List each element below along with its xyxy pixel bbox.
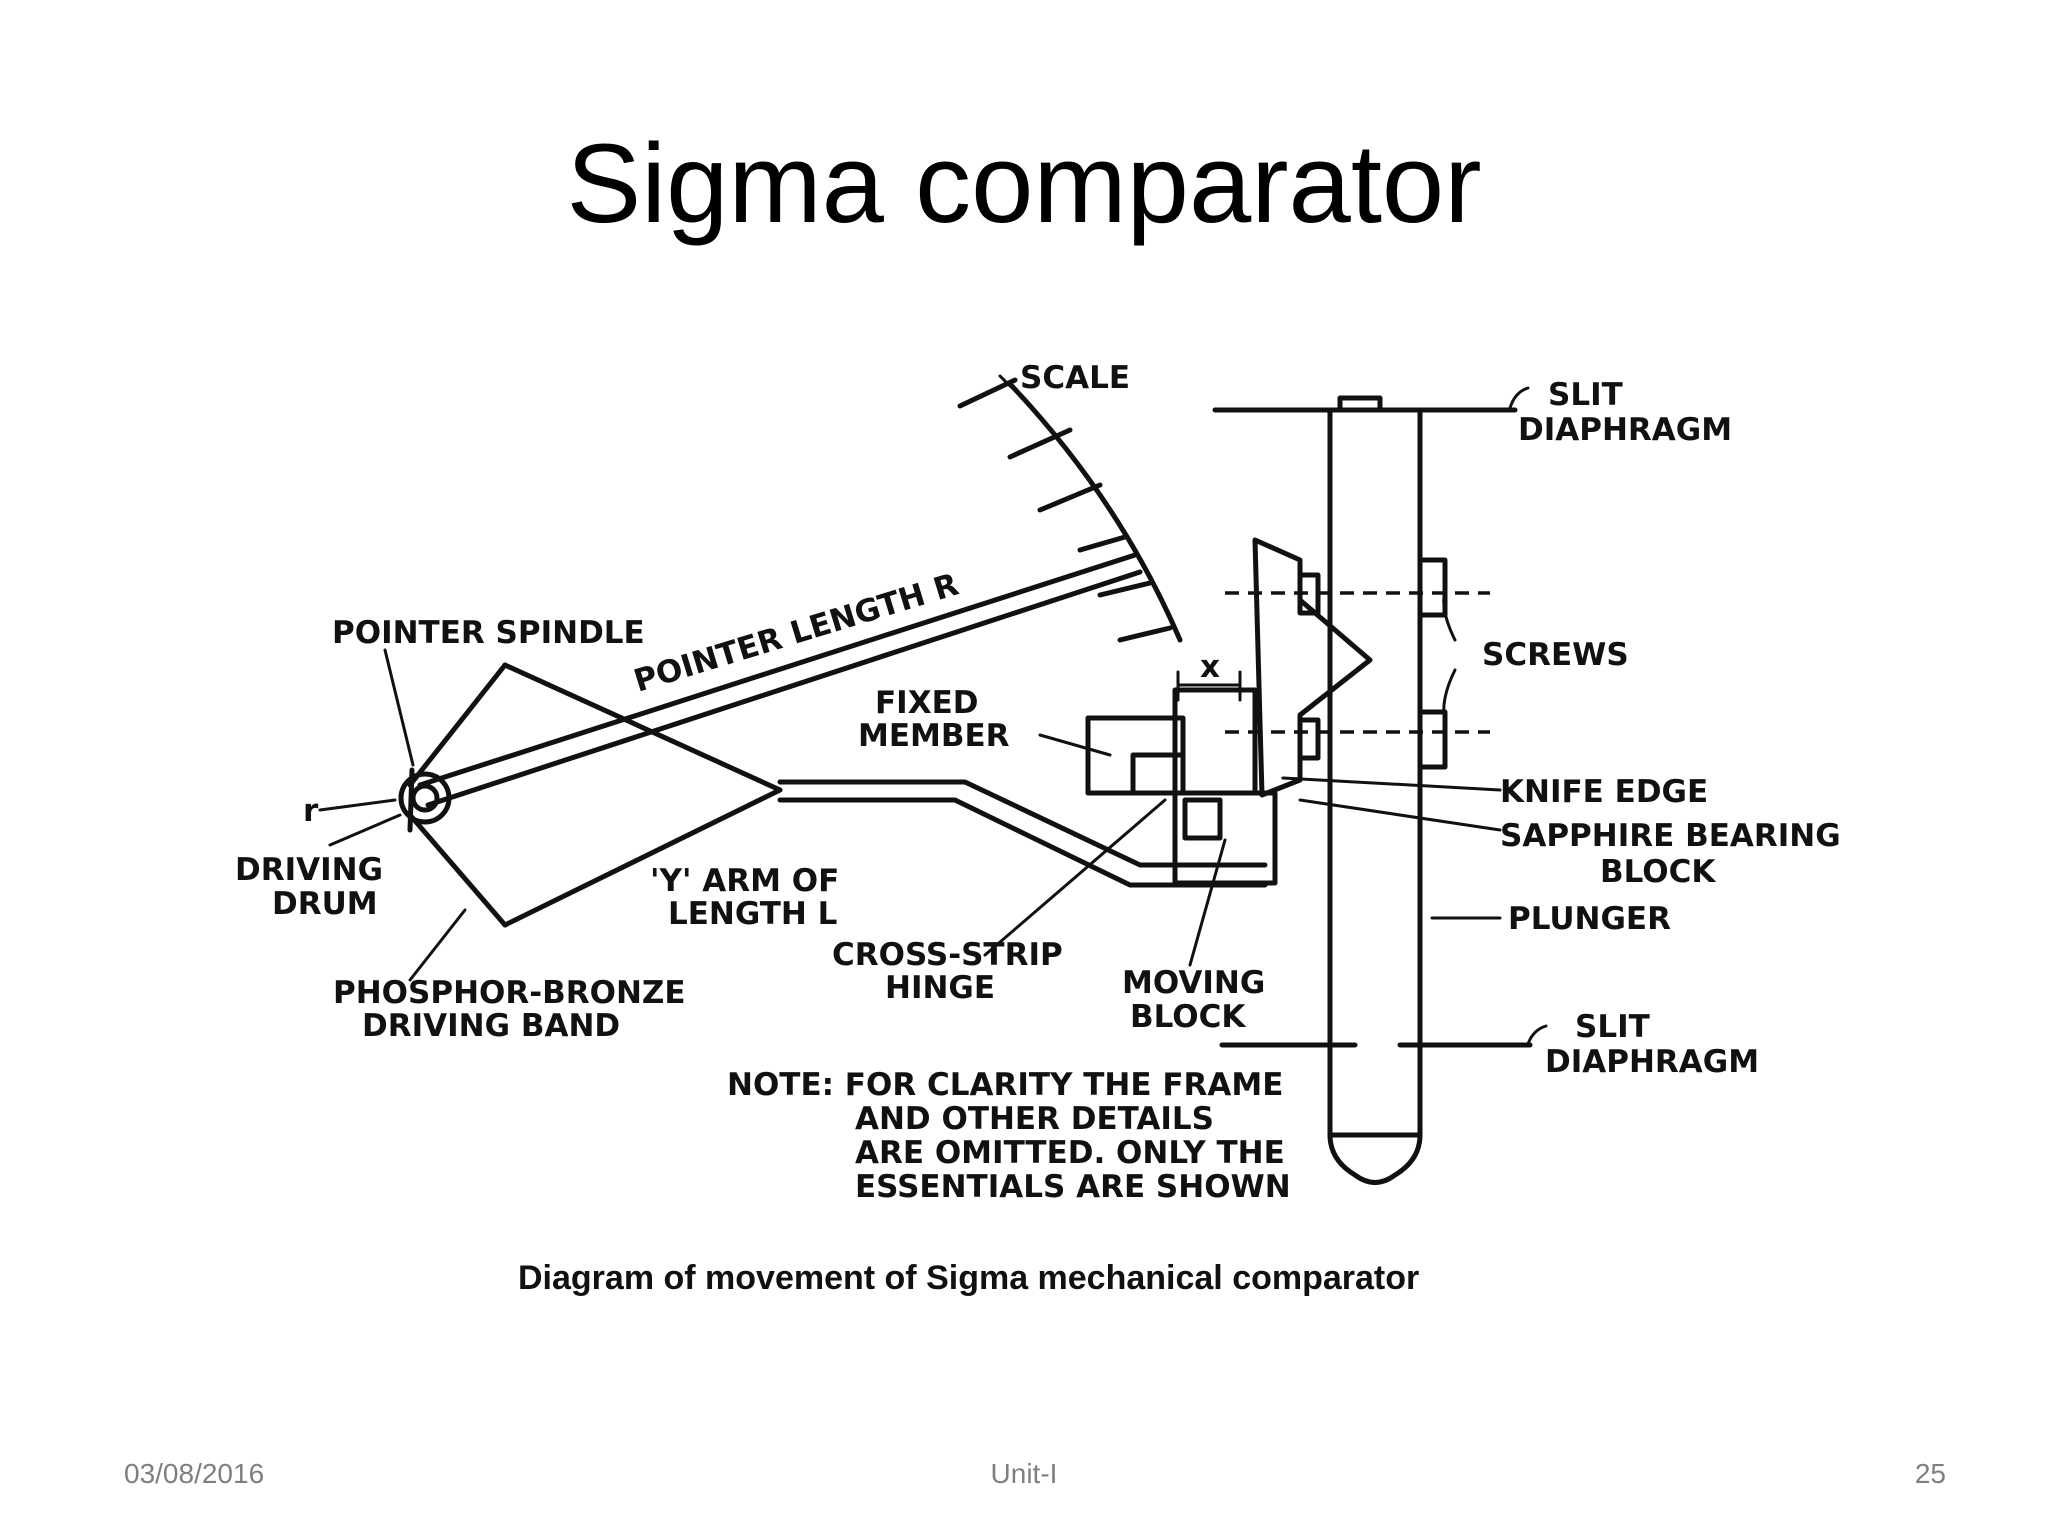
leader-lines (318, 374, 1548, 1046)
sapphire-bearing-label-1: SAPPHIRE BEARING (1500, 818, 1841, 854)
footer-section: Unit-I (990, 1458, 1058, 1489)
scale-arc (957, 377, 1183, 643)
fixed-member-label-2: MEMBER (858, 718, 1010, 754)
phosphor-bronze-label-2: DRIVING BAND (362, 1008, 620, 1044)
moving-block-label-1: MOVING (1122, 965, 1265, 1001)
slide-title: Sigma comparator (566, 121, 1482, 246)
fixed-member (1085, 687, 1258, 796)
footer-date: 03/08/2016 (124, 1458, 265, 1489)
note-line-1: NOTE: FOR CLARITY THE FRAME (727, 1067, 1283, 1103)
slit-diaphragm-bottom-label-2: DIAPHRAGM (1545, 1044, 1759, 1080)
slit-diaphragm-top-label-1: SLIT (1548, 377, 1623, 413)
y-arm (407, 662, 1268, 928)
phosphor-bronze-label-1: PHOSPHOR-BRONZE (333, 975, 686, 1011)
page-number: 25 (1914, 1458, 1946, 1489)
sapphire-bearing-label-2: BLOCK (1600, 854, 1716, 890)
knife-edge-label: KNIFE EDGE (1500, 774, 1708, 810)
note-line-2: AND OTHER DETAILS (855, 1101, 1214, 1137)
moving-block (1172, 790, 1278, 886)
scale-label: SCALE (1020, 360, 1130, 396)
moving-block-label-2: BLOCK (1130, 999, 1246, 1035)
pointer-length-label: POINTER LENGTH R (630, 567, 963, 700)
y-arm-label-2: LENGTH L (668, 896, 837, 932)
driving-drum (398, 771, 452, 825)
diagram-labels: SCALE SLIT DIAPHRAGM POINTER LENGTH R PO… (235, 360, 1841, 1205)
note-line-3: ARE OMITTED. ONLY THE (855, 1135, 1285, 1171)
plunger-label: PLUNGER (1508, 901, 1671, 937)
diagram-caption: Diagram of movement of Sigma mechanical … (518, 1259, 1419, 1297)
knife-edge-block (1252, 537, 1373, 798)
pointer (417, 552, 1143, 808)
pointer-spindle-label: POINTER SPINDLE (332, 615, 645, 651)
screws (1225, 591, 1490, 734)
cross-strip-hinge-label-2: HINGE (885, 970, 995, 1006)
r-label: r (303, 793, 319, 829)
fixed-member-label-1: FIXED (875, 685, 979, 721)
slit-diaphragm-bottom-label-1: SLIT (1575, 1009, 1650, 1045)
y-arm-label-1: 'Y' ARM OF (650, 863, 839, 899)
driving-drum-label-2: DRUM (272, 886, 378, 922)
cross-strip-hinge-label-1: CROSS-STRIP (832, 937, 1063, 973)
slit-diaphragms (1212, 395, 1533, 1048)
x-dimension (1176, 670, 1242, 702)
slit-diaphragm-top-label-2: DIAPHRAGM (1518, 412, 1732, 448)
screws-label: SCREWS (1482, 637, 1629, 673)
x-label: x (1200, 649, 1220, 685)
driving-drum-label-1: DRIVING (235, 852, 383, 888)
plunger (1327, 407, 1448, 1185)
note-line-4: ESSENTIALS ARE SHOWN (855, 1169, 1291, 1205)
